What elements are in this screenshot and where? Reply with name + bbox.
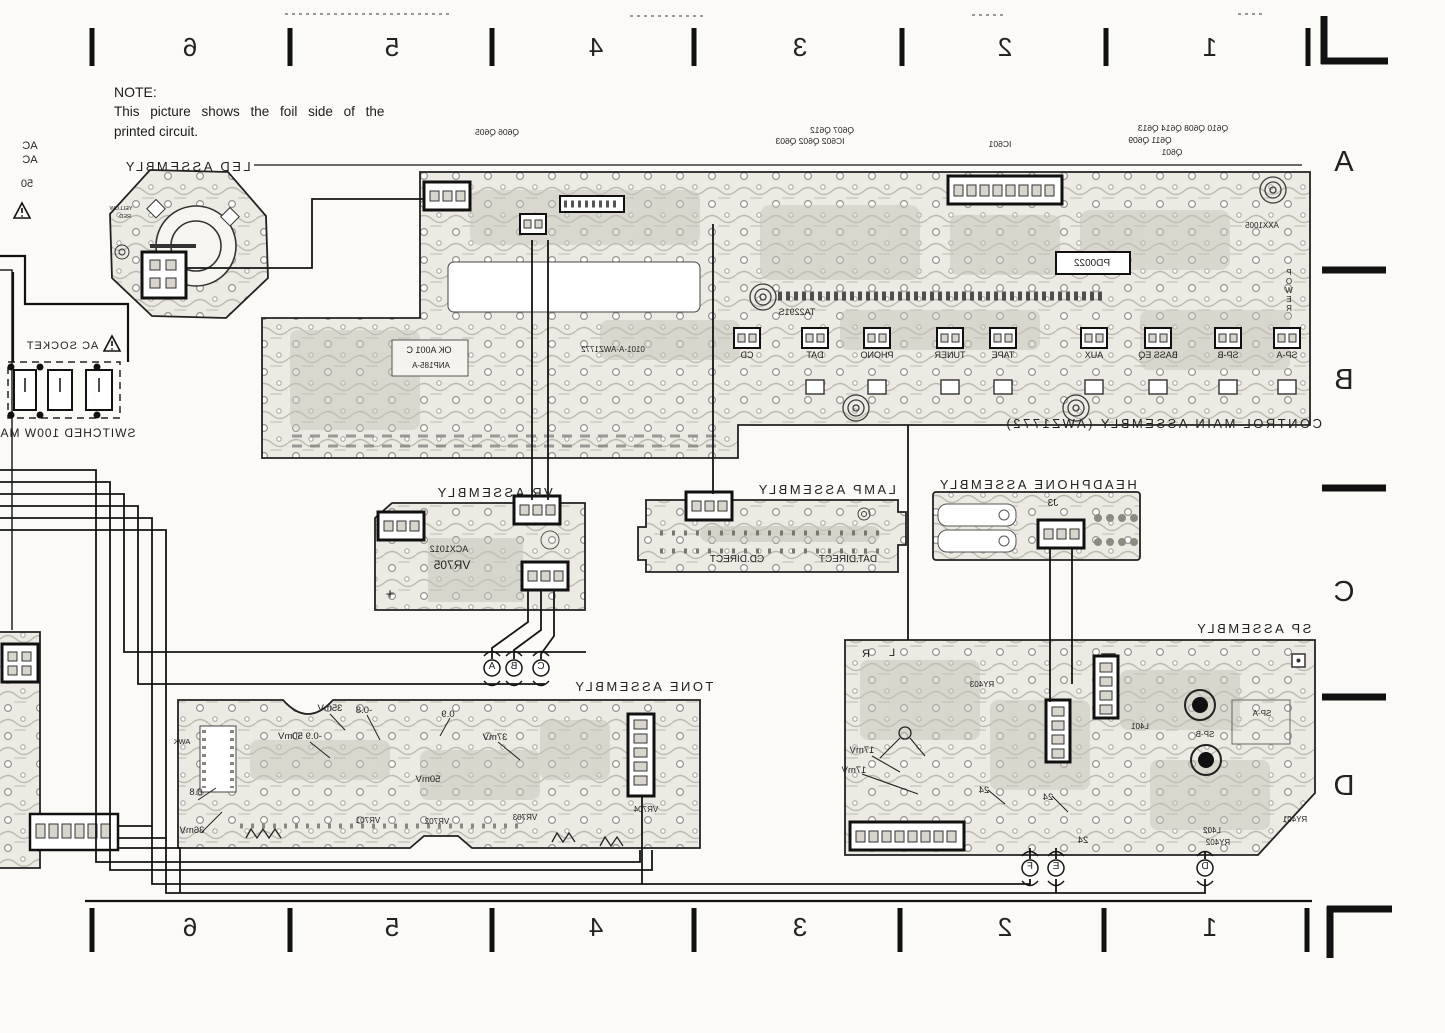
callout-q610: Q610 Q608 Q614 Q613 [1137, 123, 1229, 133]
ruler-top-1: 1 [1202, 32, 1218, 62]
point-d: D [1201, 861, 1209, 872]
ac-label-1: AC [22, 140, 38, 152]
callout-ic601: IC601 [988, 139, 1012, 149]
pcb-number: 0101-A-AWZ1772 [581, 345, 645, 354]
point-e: E [1052, 861, 1060, 872]
led-red-label: RED [119, 214, 131, 220]
ruler-bottom-1: 1 [1202, 912, 1218, 942]
callout-q611: Q611 Q609 [1128, 135, 1172, 145]
ic-pd0022: PD0022 [1073, 258, 1111, 269]
grid-row-a: A [1334, 146, 1354, 178]
grid-row-c: C [1333, 576, 1355, 608]
cd-direct-label: CD.DIRECT [709, 554, 765, 565]
l401-label: L401 [1131, 722, 1149, 731]
sp-b-label: SP-B [1195, 730, 1215, 739]
tone-08: 0.8 [189, 787, 203, 798]
point-f: F [1026, 861, 1034, 872]
ruler-bottom-4: 4 [588, 912, 604, 942]
sp-17mv-1: 17mV [849, 745, 875, 756]
channel-tuner: TUNER [934, 350, 966, 360]
sp-l-label: L [888, 647, 896, 659]
ruler-top-5: 5 [384, 32, 400, 62]
board-number: ANP185-A [412, 361, 450, 370]
vr-assembly-label: VR ASSEMBLY [435, 485, 553, 500]
ruler-top-6: 6 [182, 32, 198, 62]
led-yellow-label: YELLOW [109, 206, 133, 212]
ac-socket-label: AC SOCKET [25, 340, 99, 352]
led-assembly-label: LED ASSEMBLY [123, 159, 251, 174]
sp-a-label: SP-A [1252, 709, 1272, 718]
ruler-top-3: 3 [792, 32, 808, 62]
ic-ta2291s: TA2291S [778, 307, 816, 317]
sp-r-label: R [862, 648, 870, 660]
ruler-top-2: 2 [997, 32, 1013, 62]
sp-assembly-label: SP ASSEMBLY [1194, 621, 1312, 636]
tone-assembly-label: TONE ASSEMBLY [572, 679, 714, 694]
tone-neg08: -0.8 [355, 705, 373, 716]
power-label: POWER [1284, 268, 1294, 313]
channel-sp-a: SP-A [1276, 350, 1298, 360]
vr-part-number: ACX1012 [429, 544, 469, 554]
note-block: NOTE: This picture shows the foil side o… [114, 82, 384, 141]
vr702-label: VR702 [424, 817, 450, 826]
switched-max-label: SWITCHED 100W MAX [0, 426, 136, 440]
channel-phono: PHONO [860, 350, 894, 360]
channel-sp-b: SP-B [1217, 350, 1239, 360]
vr703-label: VR703 [512, 813, 538, 822]
vr704-label: VR704 [633, 805, 659, 814]
j3-label: J3 [1047, 498, 1059, 509]
l402-label: L402 [1203, 826, 1221, 835]
lamp-assembly-label: LAMP ASSEMBLY [756, 482, 896, 497]
channel-bass-eq: BASS EQ [1138, 350, 1178, 360]
vr705-label: VR705 [433, 558, 471, 572]
callout-ic602: IC602 Q602 Q603 [775, 136, 845, 146]
point-c: C [537, 661, 545, 672]
tone-50mv: 50mV [415, 774, 441, 785]
ac-label-2: AC [22, 154, 38, 166]
tone-36mv: 36mV [179, 825, 205, 836]
ry402-label: RY402 [1205, 838, 1231, 847]
note-heading: NOTE: [114, 84, 157, 100]
channel-aux: AUX [1084, 350, 1104, 360]
channel-dat: DAT [806, 350, 824, 360]
ry401-label: RY401 [1282, 815, 1308, 824]
ruler-top-4: 4 [588, 32, 604, 62]
channel-cd: CD [740, 350, 754, 360]
callout-q607: Q607 Q612 [810, 125, 854, 135]
vr-plus-mark: + [385, 586, 395, 603]
sp-24-1: 24 [978, 785, 990, 796]
headphone-assembly-label: HEADPHONE ASSEMBLY [937, 477, 1137, 492]
ruler-bottom-2: 2 [997, 912, 1013, 942]
tone-37mv: 37mV [482, 732, 508, 743]
sp-17mv-2: 17mV [841, 765, 867, 776]
callout-q601: Q601 [1161, 147, 1183, 157]
awk-label: AWK [173, 737, 191, 746]
vr701-label: VR701 [355, 816, 381, 825]
dat-direct-label: DAT.DIRECT [818, 554, 878, 565]
sp-24-3: 24 [1077, 835, 1089, 846]
sp-24-2: 24 [1042, 792, 1054, 803]
note-line1: This picture shows the foil side of the [114, 104, 385, 120]
tone-09-50mv: -0.9 50mV [278, 731, 322, 742]
ic-axx1005: AXX1005 [1245, 221, 1279, 230]
chip-label: OK A001 C [406, 345, 452, 355]
ruler-bottom-3: 3 [792, 912, 808, 942]
grid-row-b: B [1334, 364, 1354, 396]
tone-35mv: 35mV [317, 703, 343, 714]
control-main-assembly-label: CONTROL MAIN ASSEMBLY (AWZ1772) [1003, 416, 1323, 431]
ruler-bottom-6: 6 [182, 912, 198, 942]
grid-row-d: D [1333, 770, 1355, 802]
ruler-bottom-5: 5 [384, 912, 400, 942]
point-b: B [510, 661, 518, 672]
tone-09: 0.9 [441, 709, 455, 720]
channel-tape: TAPE [991, 350, 1015, 360]
point-a: A [488, 661, 496, 672]
note-line2: printed circuit. [114, 123, 199, 139]
callout-q606: Q606 Q605 [475, 127, 519, 137]
ry403-label: RY403 [969, 680, 995, 689]
ac-50-label: 50 [20, 178, 34, 190]
